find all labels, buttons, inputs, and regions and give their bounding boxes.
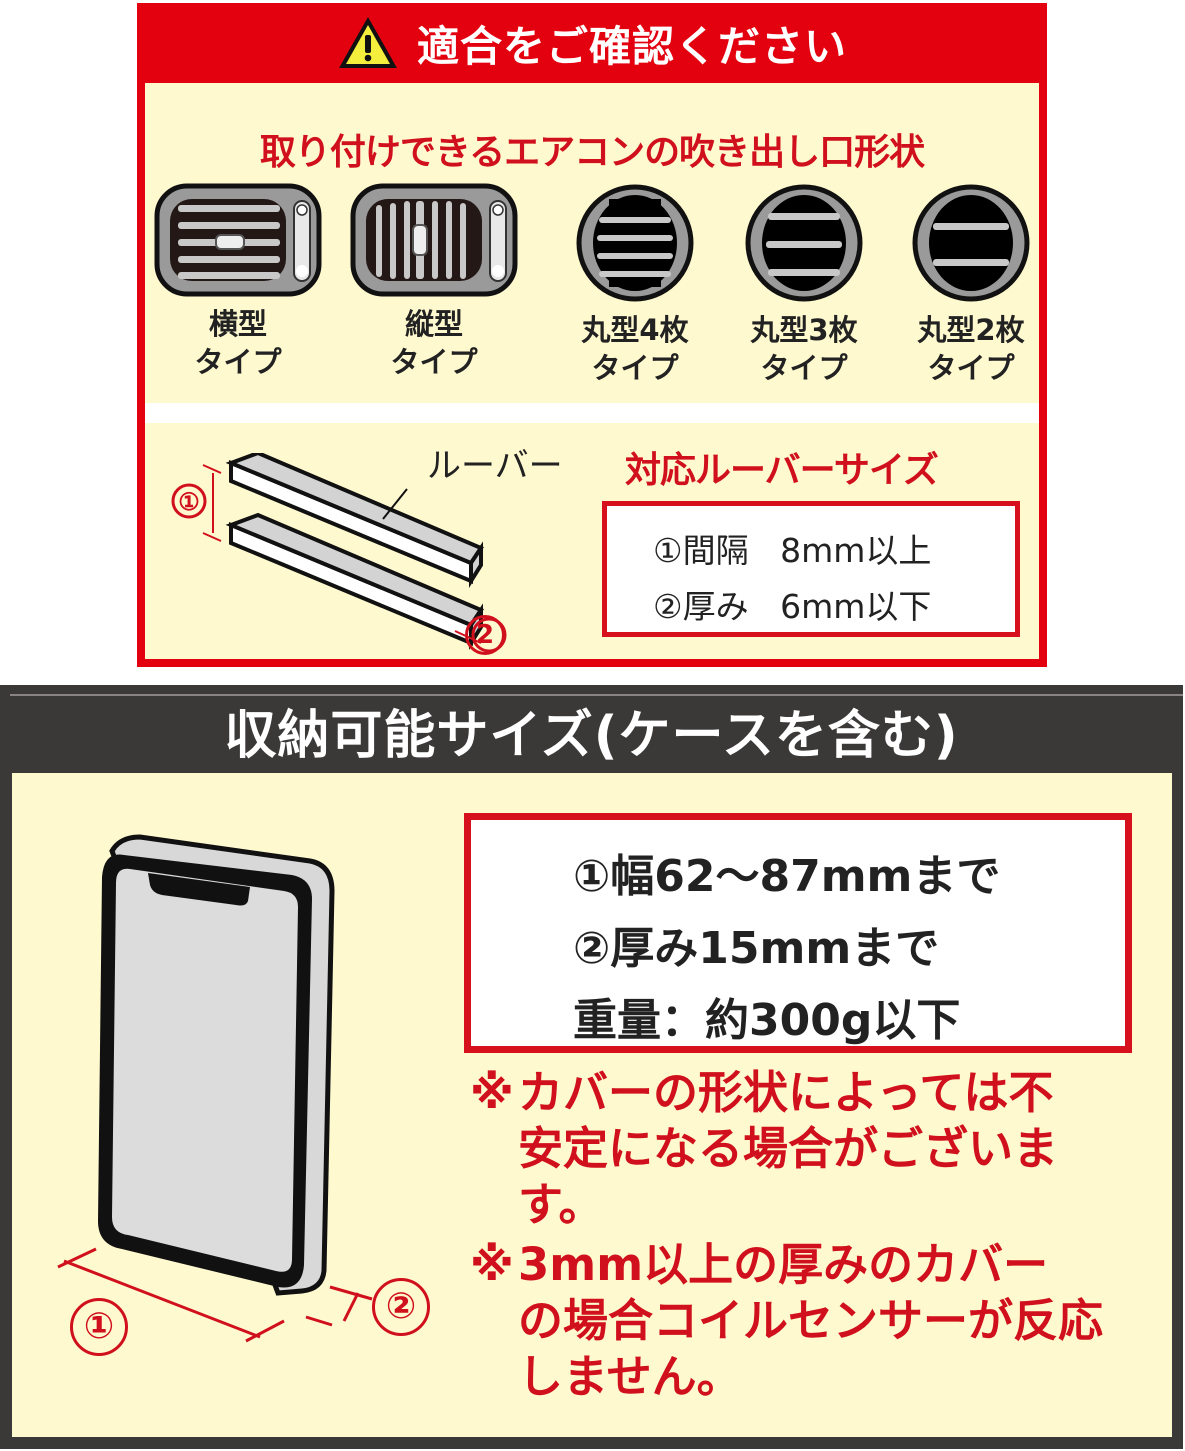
phone-diagram xyxy=(57,834,373,1343)
svg-text:①: ① xyxy=(178,489,200,516)
thickness-marker-phone: ② xyxy=(372,1278,430,1336)
louver-label: ルーバー xyxy=(427,446,563,486)
louver-size-title: 対応ルーバーサイズ xyxy=(625,450,939,491)
section-divider xyxy=(145,403,1039,423)
header-rule xyxy=(10,694,1183,696)
note-cover-thickness: ※3mm以上の厚みのカバー の場合コイルセンサーが反応 しません。 xyxy=(470,1238,1104,1403)
spec-width: ①幅62～87mmまで xyxy=(573,851,1001,902)
vent-label: 丸型4枚タイプ xyxy=(581,313,689,385)
round-vent-2-icon xyxy=(912,184,1030,302)
vent-label: 横型タイプ xyxy=(194,307,282,379)
width-marker: ① xyxy=(70,1298,128,1356)
note-cover-shape: ※カバーの形状によっては不 安定になる場合がございま す。 xyxy=(470,1066,1059,1231)
vent-type-vertical: 縦型タイプ xyxy=(349,183,519,381)
spec-thickness: ②厚み15mmまで xyxy=(573,923,940,974)
louver-spacing-row: ①間隔 8mm以上 xyxy=(653,531,932,570)
vent-shapes-section: 取り付けできるエアコンの吹き出し口形状 横型タイプ xyxy=(145,83,1039,659)
vertical-vent-icon xyxy=(350,183,518,297)
louver-size-box: ①間隔 8mm以上 ②厚み 6mm以下 xyxy=(602,501,1020,637)
thickness-marker: 2 xyxy=(465,615,505,655)
louver-diagram: ① xyxy=(171,453,507,653)
storage-size-title: 収納可能サイズ(ケースを含む) xyxy=(224,706,959,766)
vent-label: 丸型2枚タイプ xyxy=(917,313,1025,385)
round-vent-3-icon xyxy=(745,184,863,302)
vent-label: 縦型タイプ xyxy=(390,307,478,379)
vent-type-round-3: 丸型3枚タイプ xyxy=(719,183,889,387)
louver-thickness-row: ②厚み 6mm以下 xyxy=(653,587,932,626)
storage-size-panel: 収納可能サイズ(ケースを含む) ① ② ①幅62～87mmまで ②厚み15m xyxy=(0,685,1183,1449)
vent-label: 丸型3枚タイプ xyxy=(750,313,858,385)
horizontal-vent-icon xyxy=(154,183,322,297)
storage-size-section: ① ② ①幅62～87mmまで ②厚み15mmまで 重量：約300g以下 ※カバ… xyxy=(12,773,1172,1437)
vent-type-round-2: 丸型2枚タイプ xyxy=(886,183,1056,387)
compatibility-header: 適合をご確認ください xyxy=(137,3,1047,83)
compatibility-title: 適合をご確認ください xyxy=(416,21,847,71)
compatibility-panel: 適合をご確認ください 取り付けできるエアコンの吹き出し口形状 xyxy=(137,3,1047,667)
spec-weight: 重量：約300g以下 xyxy=(573,995,961,1046)
vent-type-horizontal: 横型タイプ xyxy=(153,183,323,381)
warning-triangle-icon xyxy=(338,17,397,68)
storage-spec-box: ①幅62～87mmまで ②厚み15mmまで 重量：約300g以下 xyxy=(464,813,1132,1053)
vent-shapes-title: 取り付けできるエアコンの吹き出し口形状 xyxy=(259,132,925,173)
round-vent-4-icon xyxy=(576,184,694,302)
vent-type-round-4: 丸型4枚タイプ xyxy=(550,183,720,387)
